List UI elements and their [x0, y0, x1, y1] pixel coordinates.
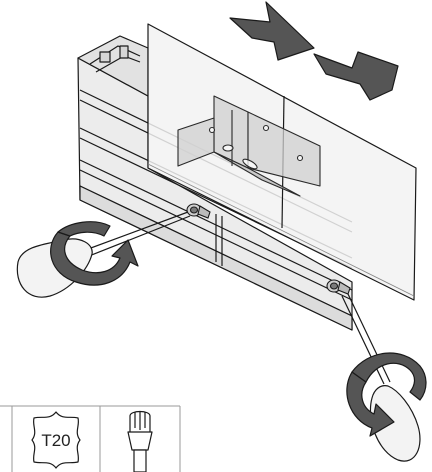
push-together-arrows-icon — [229, 1, 399, 101]
bit-size-label: T20 — [41, 431, 70, 450]
screwdriver-icon — [341, 293, 421, 462]
tool-table: T20 — [0, 405, 181, 472]
arrow-left — [229, 1, 315, 61]
torx-star-icon — [31, 411, 81, 469]
connecting-bracket — [177, 95, 321, 197]
rotate-clockwise-icon — [50, 221, 139, 286]
screw-upper — [186, 203, 211, 219]
arrow-right — [313, 51, 399, 101]
screwdriver-icon — [16, 211, 191, 298]
torx-screwdriver-bit-icon — [127, 410, 153, 472]
screw-lower — [326, 279, 351, 295]
rotate-clockwise-icon — [346, 352, 427, 437]
